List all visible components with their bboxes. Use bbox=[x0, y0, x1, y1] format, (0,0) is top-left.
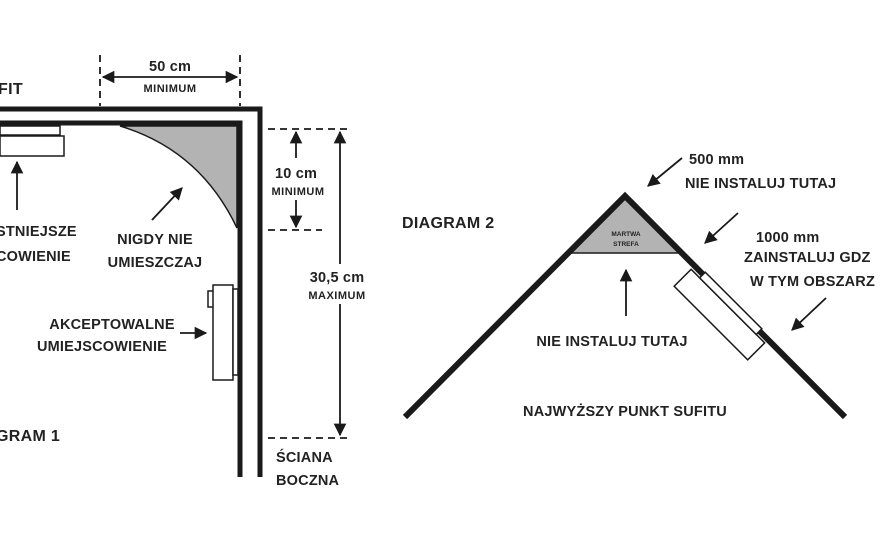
diagram-2-title: DIAGRAM 2 bbox=[402, 215, 494, 232]
ceiling-heater bbox=[0, 135, 65, 157]
width-value: 50 cm bbox=[149, 59, 191, 75]
max-value: 30,5 cm bbox=[310, 270, 365, 286]
best-placement-line2: COWIENIE bbox=[0, 249, 71, 265]
below-note: NIE INSTALUJ TUTAJ bbox=[536, 334, 687, 350]
never-place-arrow bbox=[151, 187, 183, 221]
max-note: MAXIMUM bbox=[308, 290, 365, 302]
ceiling-wall-outer bbox=[0, 106, 263, 477]
wall-heater-mount bbox=[232, 288, 239, 376]
gap-note: MINIMUM bbox=[272, 186, 325, 198]
top-value: 500 mm bbox=[689, 152, 744, 168]
acceptable-line1: AKCEPTOWALNE bbox=[49, 317, 175, 333]
side-lower-arrow bbox=[791, 297, 827, 331]
gap-value: 10 cm bbox=[275, 166, 317, 182]
side-line1: ZAINSTALUJ GDZ bbox=[744, 250, 871, 266]
width-note: MINIMUM bbox=[144, 83, 197, 95]
side-wall-line1: ŚCIANA bbox=[276, 448, 333, 466]
ceiling-heater-mount bbox=[0, 125, 61, 136]
dead-zone-line2: STREFA bbox=[613, 241, 639, 248]
dead-zone-line1: MARTWA bbox=[611, 231, 641, 238]
peak-label: NAJWYŻSZY PUNKT SUFITU bbox=[523, 403, 727, 420]
best-placement-line1: STNIEJSZE bbox=[0, 224, 77, 240]
side-wall-line2: BOCZNA bbox=[276, 473, 340, 489]
diagram-1-title: GRAM 1 bbox=[0, 428, 60, 445]
acceptable-line2: UMIEJSCOWIENIE bbox=[37, 339, 167, 355]
top-note-arrow bbox=[647, 157, 683, 187]
top-note: NIE INSTALUJ TUTAJ bbox=[685, 176, 836, 192]
side-value: 1000 mm bbox=[756, 230, 819, 246]
never-place-line1: NIGDY NIE bbox=[117, 232, 193, 248]
side-line2: W TYM OBSZARZ bbox=[750, 274, 875, 290]
never-place-line2: UMIESZCZAJ bbox=[108, 255, 203, 271]
side-upper-arrow bbox=[704, 212, 739, 244]
wall-heater bbox=[212, 284, 234, 381]
ceiling-wall-inner bbox=[0, 120, 243, 477]
ceiling-label: FIT bbox=[0, 81, 23, 98]
sloped-ceiling bbox=[402, 191, 848, 420]
diagram-1: 50 cm MINIMUM 10 cm MINIMUM 30,5 cm MAXI… bbox=[0, 55, 365, 489]
sloped-heater bbox=[673, 268, 766, 361]
never-install-zone bbox=[119, 125, 238, 229]
diagram-2: DIAGRAM 2 MARTWA STREFA 500 mm NIE INSTA… bbox=[402, 152, 875, 420]
